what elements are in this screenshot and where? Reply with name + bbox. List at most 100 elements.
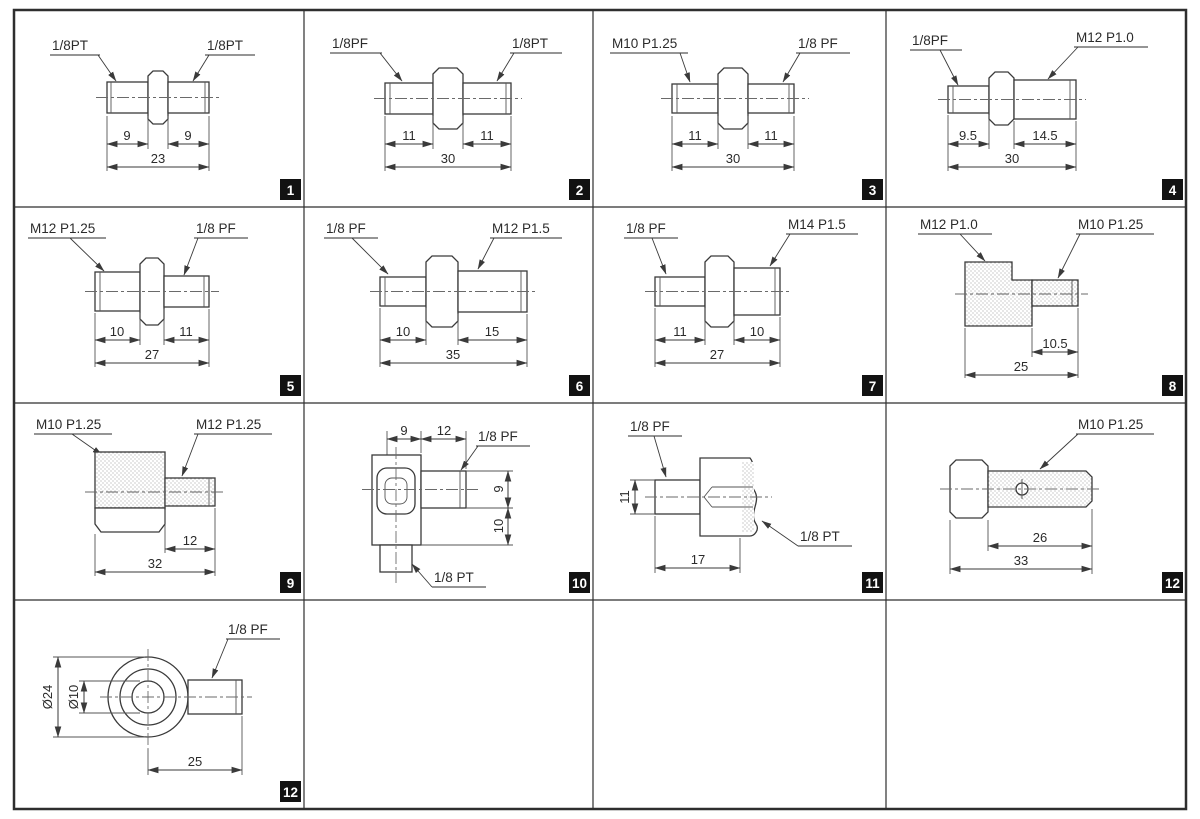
badge-number: 2 (576, 183, 584, 198)
dim-right: 10.5 (1042, 336, 1067, 351)
part-body (955, 261, 1088, 327)
dim-overall: 25 (1014, 359, 1028, 374)
dim-overall: 32 (148, 556, 162, 571)
leader-line (181, 433, 199, 477)
badge-number: 3 (869, 183, 877, 198)
item-number-badge (862, 572, 883, 593)
part-body (661, 67, 809, 130)
leader-line (460, 445, 479, 471)
dim-overall: 30 (441, 151, 455, 166)
leader-line (782, 52, 801, 83)
dim-top-left: 9 (400, 423, 407, 438)
dimensions-side: 9 10 (421, 470, 513, 546)
dim-right: 10 (750, 324, 764, 339)
cell-4: 1/8PF M12 P1.0 9.5 14.5 30 4 (910, 30, 1183, 200)
thread-label-right: M12 P1.25 (196, 417, 261, 432)
cell-8: M12 P1.0 M10 P1.25 10.5 25 8 (918, 217, 1183, 396)
dimensions: Ø24 Ø10 25 (40, 656, 243, 775)
dim-right: 15 (485, 324, 499, 339)
part-body (645, 457, 772, 537)
part-body (374, 67, 522, 130)
cell-1: 1/8PT 1/8PT 9 9 23 1 (50, 38, 301, 200)
item-number-badge (1162, 375, 1183, 396)
thread-label-left: 1/8PF (332, 36, 368, 51)
thread-label-left: M10 P1.25 (36, 417, 101, 432)
badge-number: 5 (287, 379, 295, 394)
dim-left: 11 (688, 128, 702, 143)
thread-label-left: 1/8PT (52, 38, 88, 53)
leader-line (651, 237, 667, 275)
thread-label-right: 1/8 PF (196, 221, 236, 236)
dim-length: 25 (188, 754, 202, 769)
dim-overall: 27 (145, 347, 159, 362)
part-body (96, 70, 220, 125)
thread-label-left: 1/8 PF (630, 419, 670, 434)
item-number-badge (280, 179, 301, 200)
dim-thread-length: 26 (1033, 530, 1047, 545)
section-hatch (742, 462, 754, 532)
item-number-badge (862, 179, 883, 200)
thread-label-right: M14 P1.5 (788, 217, 846, 232)
dimensions: 26 33 (949, 509, 1093, 574)
item-number-badge (569, 179, 590, 200)
leader-line (496, 52, 515, 82)
dim-left: 10 (396, 324, 410, 339)
leader-line (379, 52, 403, 82)
badge-number: 10 (572, 576, 587, 591)
thread-label-left: M10 P1.25 (612, 36, 677, 51)
dimensions: 11 17 (617, 479, 741, 573)
dim-right: 11 (764, 128, 778, 143)
leader-line (192, 54, 210, 82)
dim-left: 11 (673, 324, 687, 339)
item-number-badge (280, 572, 301, 593)
leader-line (477, 237, 495, 270)
part-body (938, 71, 1086, 126)
part-body (85, 451, 225, 533)
badge-number: 12 (1165, 576, 1180, 591)
leader-line (69, 237, 105, 272)
item-number-badge (1162, 179, 1183, 200)
item-number-badge (862, 375, 883, 396)
badge-number: 7 (869, 379, 877, 394)
part-body (100, 649, 252, 749)
dim-right: 12 (183, 533, 197, 548)
cell-10: 9 12 1/8 PF 9 10 1/8 PT 10 (362, 423, 590, 593)
part-body (85, 257, 219, 326)
leader-line (411, 563, 433, 588)
dim-right: 14.5 (1032, 128, 1057, 143)
badge-number: 6 (576, 379, 584, 394)
dim-length: 17 (691, 552, 705, 567)
thread-label-right: M10 P1.25 (1078, 417, 1143, 432)
item-number-badge (569, 572, 590, 593)
badge-number: 1 (287, 183, 295, 198)
cell-5: M12 P1.25 1/8 PF 10 11 27 5 (28, 221, 301, 396)
badge-number: 8 (1169, 379, 1177, 394)
badge-number: 9 (287, 576, 295, 591)
dim-overall: 30 (1005, 151, 1019, 166)
dim-left: 10 (110, 324, 124, 339)
leader-line (939, 49, 959, 86)
dimensions: 11 11 30 (671, 116, 795, 171)
dim-overall: 33 (1014, 553, 1028, 568)
item-number-badge (569, 375, 590, 396)
dim-side-upper: 9 (491, 485, 506, 492)
dim-left: 9.5 (959, 128, 977, 143)
thread-label-bottom: 1/8 PT (434, 570, 474, 585)
leader-line (1039, 433, 1079, 470)
thread-label-left: 1/8PF (912, 33, 948, 48)
dim-side-lower: 10 (491, 519, 506, 533)
dimensions: 11 11 30 (384, 116, 512, 171)
dim-overall: 27 (710, 347, 724, 362)
thread-label-right: 1/8 PF (478, 429, 518, 444)
dimensions: 12 32 (94, 508, 216, 576)
dim-outer-diameter: Ø24 (40, 685, 55, 710)
part-body (362, 447, 478, 583)
dimensions: 10 11 27 (94, 309, 210, 367)
cell-12: M10 P1.25 26 33 12 (940, 417, 1183, 593)
thread-label-left: M12 P1.25 (30, 221, 95, 236)
dimensions: 9.5 14.5 30 (947, 115, 1077, 171)
item-number-badge (280, 781, 301, 802)
cell-6: 1/8 PF M12 P1.5 10 15 35 6 (324, 221, 590, 396)
dimensions-top: 9 12 (386, 423, 467, 469)
leader-line (653, 435, 667, 478)
